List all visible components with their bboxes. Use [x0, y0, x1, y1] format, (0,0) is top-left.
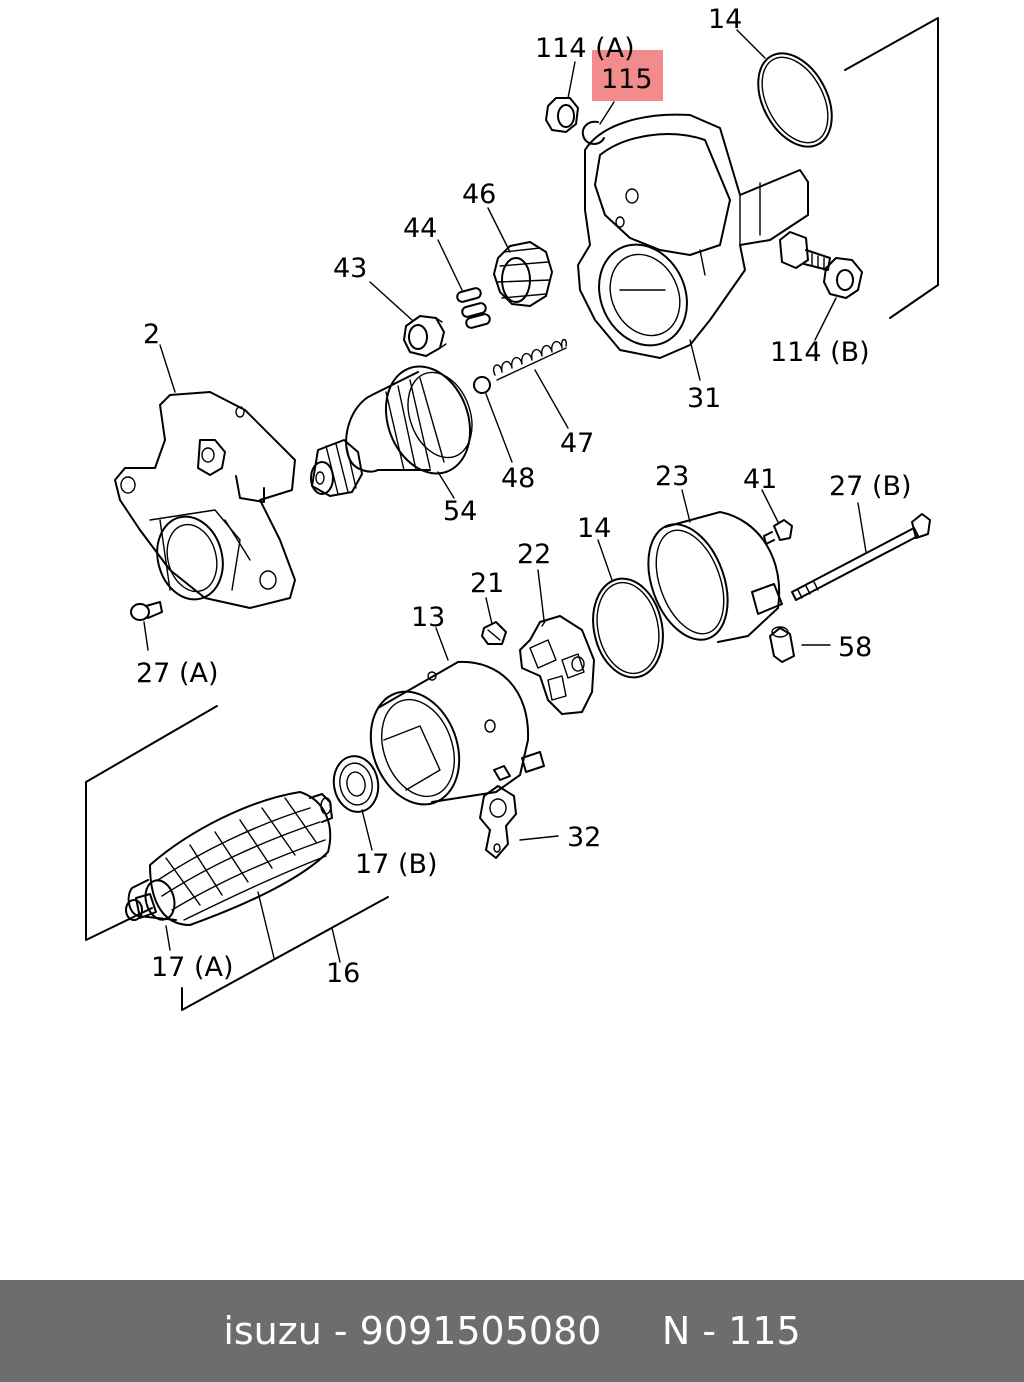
highlight-115	[592, 50, 663, 101]
callout-41: 41	[743, 464, 777, 495]
callout-54: 54	[443, 496, 477, 527]
callout-47: 47	[560, 428, 594, 459]
part-17b-bearing	[332, 755, 380, 813]
callout-27b: 27 (B)	[829, 471, 912, 502]
exploded-parts-diagram: 14 114 (A) 115 46 44 43 2 114 (B) 31 47 …	[85, 4, 939, 1011]
part-114a-nut	[545, 97, 579, 133]
callout-46: 46	[462, 179, 496, 210]
callout-44: 44	[403, 213, 437, 244]
footer-part-number: 9091505080	[359, 1309, 602, 1353]
callout-31: 31	[687, 383, 721, 414]
callout-43: 43	[333, 253, 367, 284]
callout-14-top: 14	[708, 4, 742, 35]
callout-22: 22	[517, 539, 551, 570]
footer-brand: isuzu	[223, 1309, 322, 1353]
part-22-brush-holder	[519, 615, 595, 715]
callout-27a: 27 (A)	[136, 658, 218, 689]
footer-bar: isuzu - 9091505080 N - 115	[0, 1280, 1024, 1382]
callout-58: 58	[838, 632, 872, 663]
part-41-screw	[763, 519, 793, 545]
part-27b-through-bolt	[791, 513, 931, 601]
part-21-spring	[481, 621, 507, 645]
callout-115: 115	[601, 64, 653, 95]
callout-17b: 17 (B)	[355, 849, 438, 880]
part-44-pins	[456, 287, 491, 329]
part-2-front-bracket	[114, 391, 296, 609]
callout-32: 32	[567, 822, 601, 853]
part-46-gear	[493, 241, 553, 307]
callout-2: 2	[143, 319, 160, 350]
callout-17a: 17 (A)	[151, 952, 233, 983]
starter-motor-drawing: 14 114 (A) 115 46 44 43 2 114 (B) 31 47 …	[85, 4, 939, 1011]
callout-114a: 114 (A)	[535, 33, 635, 64]
callout-114b: 114 (B)	[770, 337, 870, 368]
footer-spacer	[601, 1309, 661, 1353]
upper-group-bracket	[844, 17, 939, 319]
callout-23: 23	[655, 461, 689, 492]
part-54-drive-clutch	[310, 365, 473, 497]
part-47-spring	[493, 338, 568, 381]
part-14-oring-top	[757, 52, 833, 148]
part-16-armature	[125, 791, 333, 926]
part-115-clip	[581, 120, 605, 145]
part-23-yoke-cover	[647, 511, 783, 643]
part-58-cap	[769, 626, 795, 663]
callout-16: 16	[326, 958, 360, 989]
part-114b-nut	[823, 257, 863, 299]
part-13-yoke	[369, 660, 545, 806]
callout-labels: 14 114 (A) 115 46 44 43 2 114 (B) 31 47 …	[136, 4, 912, 989]
part-48-ball	[473, 376, 491, 394]
callout-14-mid: 14	[577, 513, 611, 544]
callout-48: 48	[501, 463, 535, 494]
part-43-retainer	[403, 315, 447, 357]
footer-position: N - 115	[661, 1309, 801, 1353]
callout-13: 13	[411, 602, 445, 633]
leader-lines	[143, 29, 867, 1011]
part-27a-screw	[130, 601, 163, 621]
part-14-oring-mid	[592, 577, 664, 679]
part-32-terminal	[479, 785, 517, 859]
footer-separator: -	[321, 1309, 360, 1353]
part-31-housing	[577, 113, 831, 359]
callout-21: 21	[470, 568, 504, 599]
